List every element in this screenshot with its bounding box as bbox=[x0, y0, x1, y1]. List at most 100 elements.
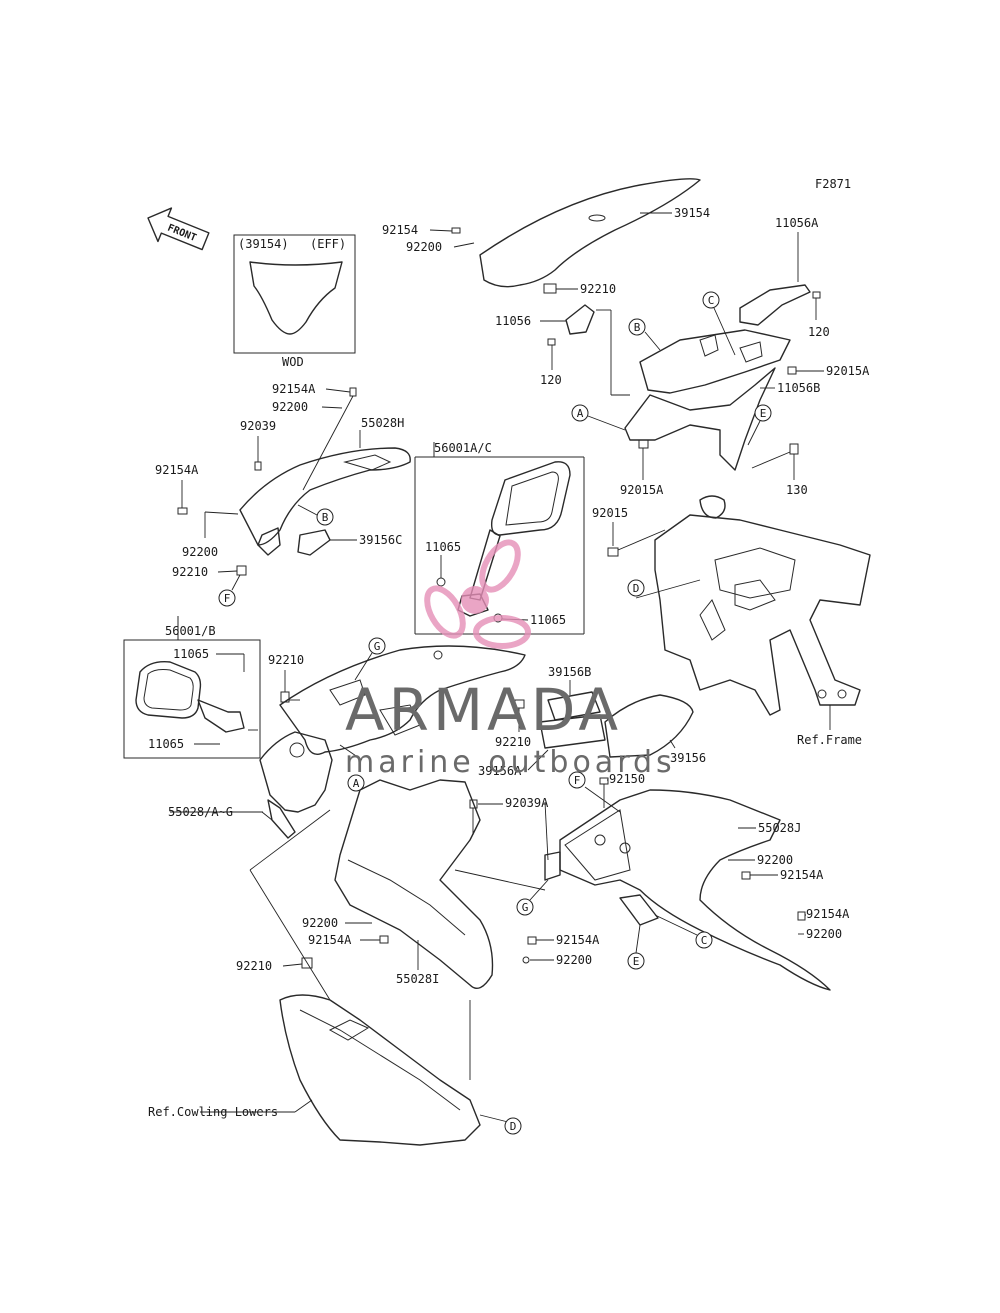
watermark-logo bbox=[424, 539, 531, 649]
svg-text:D: D bbox=[633, 582, 640, 595]
stay-bracket-11056B bbox=[624, 329, 791, 471]
svg-text:G: G bbox=[522, 901, 529, 914]
label-92200-top: 92200 bbox=[406, 240, 442, 254]
label-ref-cowling: Ref.Cowling Lowers bbox=[148, 1105, 278, 1119]
part-39156C bbox=[297, 529, 331, 556]
label-92210-top: 92210 bbox=[580, 282, 616, 296]
svg-text:D: D bbox=[510, 1120, 517, 1133]
frame-ref bbox=[654, 495, 871, 716]
label-92200-5: 92200 bbox=[757, 853, 793, 867]
label-39154: 39154 bbox=[674, 206, 710, 220]
label-92015A-2: 92015A bbox=[620, 483, 664, 497]
label-92210-5: 92210 bbox=[236, 959, 272, 973]
svg-text:B: B bbox=[634, 321, 641, 334]
label-92154A-6: 92154A bbox=[308, 933, 352, 947]
svg-text:A: A bbox=[353, 777, 360, 790]
label-55028I: 55028I bbox=[396, 972, 439, 986]
label-56001B: 56001/B bbox=[165, 624, 216, 638]
watermark-tagline: marine outboards bbox=[345, 745, 676, 780]
watermark-brand: ARMADA bbox=[345, 676, 622, 744]
wod-part-label: (39154) bbox=[238, 237, 289, 251]
label-92200-2: 92200 bbox=[182, 545, 218, 559]
label-56001AC: 56001A/C bbox=[434, 441, 492, 455]
label-11065-b: 11065 bbox=[530, 613, 566, 627]
callout-d-bottom: D bbox=[504, 1117, 522, 1135]
svg-text:C: C bbox=[701, 934, 708, 947]
label-55028H: 55028H bbox=[361, 416, 404, 430]
inner-cover-55028I bbox=[334, 779, 494, 989]
callout-d-right: D bbox=[627, 579, 645, 597]
windshield-wod-shape bbox=[249, 261, 343, 335]
mirror-56001AC-box bbox=[414, 442, 585, 635]
label-11056A: 11056A bbox=[775, 216, 819, 230]
label-11056: 11056 bbox=[495, 314, 531, 328]
callout-g-right: G bbox=[516, 898, 534, 916]
bracket-11056A bbox=[739, 284, 811, 326]
label-92210-3: 92210 bbox=[268, 653, 304, 667]
front-arrow-icon: FRONT bbox=[147, 207, 210, 251]
mirror-56001B-box bbox=[123, 616, 261, 759]
label-92210-2: 92210 bbox=[172, 565, 208, 579]
svg-text:G: G bbox=[374, 640, 381, 653]
svg-text:E: E bbox=[633, 955, 640, 968]
callout-b-top: B bbox=[628, 318, 646, 336]
panel-39156 bbox=[604, 694, 694, 758]
side-cowl-55028J bbox=[544, 789, 831, 991]
svg-text:E: E bbox=[760, 407, 767, 420]
label-ref-frame: Ref.Frame bbox=[797, 733, 862, 747]
callout-e-top: E bbox=[754, 404, 772, 422]
label-39156: 39156 bbox=[670, 751, 706, 765]
figure-code: F2871 bbox=[815, 177, 851, 191]
label-39156B: 39156B bbox=[548, 665, 591, 679]
label-92210-4: 92210 bbox=[495, 735, 531, 749]
svg-text:C: C bbox=[708, 294, 715, 307]
label-39156A: 39156A bbox=[478, 764, 522, 778]
callout-e-bottom: E bbox=[627, 952, 645, 970]
label-92200-6: 92200 bbox=[302, 916, 338, 930]
label-92200-1: 92200 bbox=[272, 400, 308, 414]
label-120-left: 120 bbox=[540, 373, 562, 387]
label-92154A-7: 92154A bbox=[556, 933, 600, 947]
label-55028J: 55028J bbox=[758, 821, 801, 835]
label-92200-7: 92200 bbox=[556, 953, 592, 967]
label-11065-a: 11065 bbox=[425, 540, 461, 554]
label-130: 130 bbox=[786, 483, 808, 497]
callout-c-bottom: C bbox=[695, 931, 713, 949]
label-92154A-1: 92154A bbox=[272, 382, 316, 396]
label-39156C: 39156C bbox=[359, 533, 402, 547]
label-92200-8: 92200 bbox=[806, 927, 842, 941]
label-92039A: 92039A bbox=[505, 796, 549, 810]
callout-c-top: C bbox=[702, 291, 720, 309]
label-11056B: 11056B bbox=[777, 381, 820, 395]
label-92150: 92150 bbox=[609, 772, 645, 786]
label-11065-c: 11065 bbox=[173, 647, 209, 661]
cowling-lowers-ref bbox=[279, 994, 481, 1146]
upper-fairing-center bbox=[279, 645, 526, 755]
side-cowl-55028AG bbox=[259, 731, 333, 839]
label-92015: 92015 bbox=[592, 506, 628, 520]
wod-inset: (39154) (EFF) WOD bbox=[233, 234, 356, 369]
wod-variant-label: (EFF) bbox=[310, 237, 346, 251]
label-55028AG: 55028/A~G bbox=[168, 805, 233, 819]
label-120-right: 120 bbox=[808, 325, 830, 339]
callout-b-left: B bbox=[316, 508, 334, 526]
label-92154A-8: 92154A bbox=[806, 907, 850, 921]
callout-f-right: F bbox=[568, 771, 586, 789]
panel-39156B-39156A bbox=[539, 691, 606, 749]
label-92015A-1: 92015A bbox=[826, 364, 870, 378]
svg-text:A: A bbox=[577, 407, 584, 420]
svg-text:B: B bbox=[322, 511, 329, 524]
svg-text:F: F bbox=[574, 774, 581, 787]
label-92154: 92154 bbox=[382, 223, 418, 237]
callout-a-center: A bbox=[347, 774, 365, 792]
svg-text:F: F bbox=[224, 592, 231, 605]
label-11065-d: 11065 bbox=[148, 737, 184, 751]
windshield-39154: 39154 bbox=[479, 178, 710, 288]
label-92154A-5: 92154A bbox=[780, 868, 824, 882]
label-92154A-2: 92154A bbox=[155, 463, 199, 477]
callout-a-top: A bbox=[571, 404, 589, 422]
label-92039: 92039 bbox=[240, 419, 276, 433]
callout-g-center: G bbox=[368, 637, 386, 655]
